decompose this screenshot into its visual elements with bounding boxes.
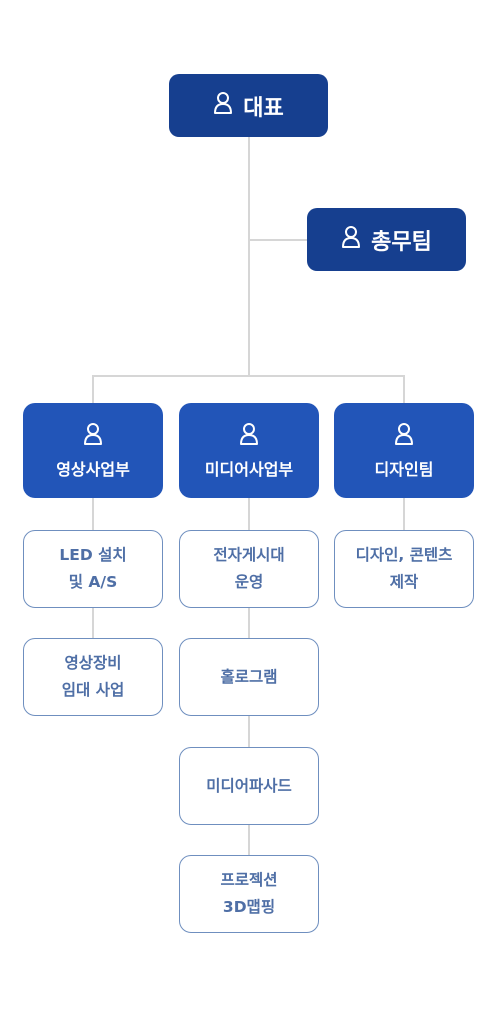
- item-line: 제작: [389, 573, 419, 591]
- person-icon: [394, 422, 414, 450]
- connector-dept-3: [403, 375, 405, 405]
- item-line: 영상장비: [64, 654, 122, 672]
- item-line: 운영: [234, 573, 264, 591]
- connector-col-3: [403, 497, 405, 531]
- item-line: 미디어파사드: [206, 776, 292, 795]
- department-label: 디자인팀: [374, 459, 434, 479]
- item-box: 미디어파사드: [179, 747, 319, 825]
- department-node-design: 디자인팀: [334, 403, 474, 498]
- ceo-label: 대표: [243, 95, 284, 121]
- connector-main-vertical: [248, 137, 250, 377]
- item-line: 프로젝션: [220, 871, 278, 889]
- item-box: 홀로그램: [179, 638, 319, 716]
- item-line: 디자인, 콘텐츠: [355, 546, 453, 564]
- item-line: 임대 사업: [61, 681, 125, 699]
- department-label: 영상사업부: [56, 459, 130, 479]
- item-line: LED 설치: [59, 546, 127, 564]
- connector-general-affairs: [248, 239, 308, 241]
- general-affairs-node: 총무팀: [307, 208, 466, 271]
- ceo-node: 대표: [169, 74, 328, 137]
- department-label: 미디어사업부: [204, 459, 294, 479]
- person-icon: [213, 91, 233, 121]
- person-icon: [83, 422, 103, 450]
- person-icon: [341, 225, 361, 255]
- department-node-media: 미디어사업부: [179, 403, 319, 498]
- item-line: 3D맵핑: [222, 898, 276, 916]
- department-node-video: 영상사업부: [23, 403, 163, 498]
- connector-horizontal: [92, 375, 405, 377]
- general-affairs-label: 총무팀: [371, 229, 432, 255]
- person-icon: [239, 422, 259, 450]
- connector-dept-1: [92, 375, 94, 405]
- item-box: 프로젝션 3D맵핑: [179, 855, 319, 933]
- item-line: 홀로그램: [220, 667, 278, 686]
- item-line: 전자게시대: [213, 546, 285, 564]
- item-line: 및 A/S: [68, 573, 118, 591]
